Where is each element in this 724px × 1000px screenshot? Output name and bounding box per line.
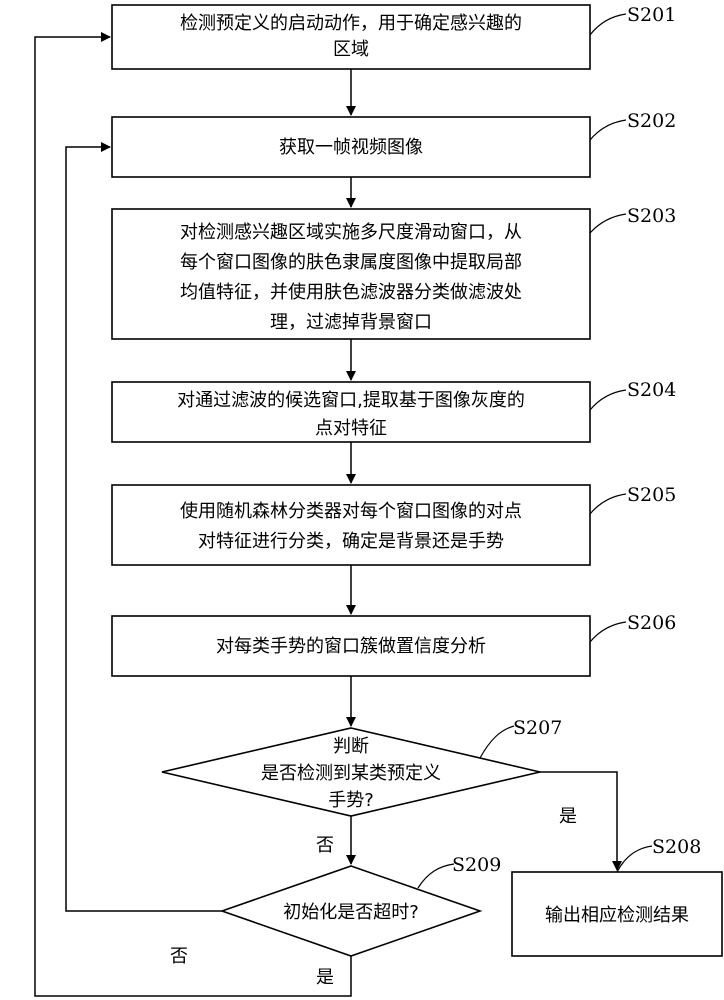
step-s205-line-2: 对特征进行分类，确定是背景还是手势 bbox=[198, 531, 504, 552]
step-s201: 检测预定义的启动动作，用于确定感兴趣的 区域 bbox=[111, 4, 591, 70]
step-labels: S201 S202 S203 S204 S205 S206 S207 S208 … bbox=[417, 4, 701, 889]
edge-label-s207-yes: 是 bbox=[559, 806, 577, 827]
step-s208-line-1: 输出相应检测结果 bbox=[545, 905, 689, 926]
leader-s204 bbox=[589, 389, 627, 411]
step-s201-line-2: 区域 bbox=[333, 39, 369, 60]
edge-label-s209-yes: 是 bbox=[316, 967, 334, 988]
step-s203: 对检测感兴趣区域实施多尺度滑动窗口，从 每个窗口图像的肤色隶属度图像中提取局部 … bbox=[111, 208, 591, 340]
step-id-s209: S209 bbox=[452, 854, 501, 876]
step-id-s205: S205 bbox=[627, 484, 676, 506]
step-id-s201: S201 bbox=[627, 4, 676, 26]
step-s204-box bbox=[111, 381, 591, 443]
edge-label-s207-no: 否 bbox=[316, 835, 334, 856]
step-s204-line-1: 对通过滤波的候选窗口,提取基于图像灰度的 bbox=[177, 390, 525, 411]
step-s205: 使用随机森林分类器对每个窗口图像的对点 对特征进行分类，确定是背景还是手势 bbox=[111, 484, 591, 566]
step-id-s204: S204 bbox=[627, 379, 676, 401]
step-s208: 输出相应检测结果 bbox=[511, 871, 723, 957]
step-s206-line-1: 对每类手势的窗口簇做置信度分析 bbox=[216, 636, 486, 657]
step-s203-line-2: 每个窗口图像的肤色隶属度图像中提取局部 bbox=[180, 252, 522, 273]
step-s203-line-4: 理，过滤掉背景窗口 bbox=[270, 312, 432, 333]
step-id-s206: S206 bbox=[627, 612, 676, 634]
arrow-s209-loop-s202 bbox=[65, 142, 222, 912]
leader-s208 bbox=[616, 845, 653, 873]
leader-s209 bbox=[417, 863, 455, 889]
leader-s202 bbox=[589, 119, 627, 141]
step-s203-line-1: 对检测感兴趣区域实施多尺度滑动窗口，从 bbox=[180, 222, 522, 243]
step-s205-line-1: 使用随机森林分类器对每个窗口图像的对点 bbox=[180, 501, 522, 522]
step-s201-box bbox=[111, 4, 591, 70]
step-s203-box bbox=[111, 208, 591, 340]
decision-s209-line-1: 初始化是否超时? bbox=[283, 902, 419, 923]
step-s203-line-3: 均值特征，并使用肤色滤波器分类做滤波处 bbox=[180, 282, 522, 303]
leader-s205 bbox=[589, 493, 627, 515]
step-id-s202: S202 bbox=[627, 110, 676, 132]
leader-s206 bbox=[589, 621, 627, 643]
decision-s207-line-2: 是否检测到某类预定义 bbox=[261, 763, 441, 784]
decision-s209: 初始化是否超时? bbox=[219, 865, 483, 957]
arrow-s209-loop-s201 bbox=[34, 32, 352, 997]
step-id-s207: S207 bbox=[513, 717, 562, 739]
leader-s203 bbox=[589, 213, 627, 234]
step-s206: 对每类手势的窗口簇做置信度分析 bbox=[111, 615, 591, 677]
arrow-s207-s208 bbox=[540, 771, 622, 871]
step-id-s203: S203 bbox=[627, 205, 676, 227]
step-s204-line-2: 点对特征 bbox=[315, 418, 387, 439]
step-id-s208: S208 bbox=[652, 836, 701, 858]
decision-s207: 判断 是否检测到某类预定义 手势? bbox=[161, 727, 541, 817]
edge-label-s209-no: 否 bbox=[170, 946, 188, 967]
step-s204: 对通过滤波的候选窗口,提取基于图像灰度的 点对特征 bbox=[111, 381, 591, 443]
step-s202: 获取一帧视频图像 bbox=[111, 116, 591, 178]
step-s202-line-1: 获取一帧视频图像 bbox=[279, 137, 423, 158]
decision-s207-line-1: 判断 bbox=[333, 736, 369, 757]
step-s201-line-1: 检测预定义的启动动作，用于确定感兴趣的 bbox=[180, 13, 522, 34]
step-s205-box bbox=[111, 484, 591, 566]
leader-s207 bbox=[479, 725, 515, 759]
step-s202-box bbox=[111, 116, 591, 178]
step-s208-box bbox=[511, 871, 723, 957]
connectors bbox=[34, 32, 622, 997]
decision-s207-line-3: 手势? bbox=[328, 790, 374, 811]
leader-s201 bbox=[589, 13, 627, 36]
